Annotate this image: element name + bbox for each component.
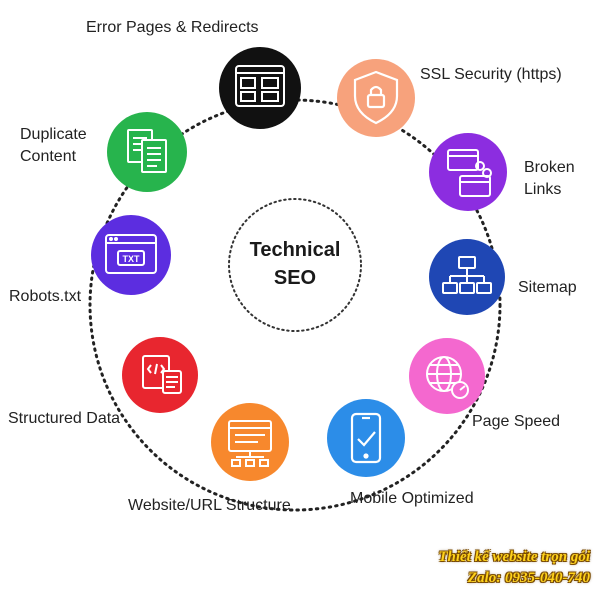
label-structured-data: Structured Data — [8, 410, 121, 427]
center-title-line1: Technical — [249, 239, 341, 261]
label-duplicate-line1: Duplicate — [20, 126, 87, 143]
label-error-pages: Error Pages & Redirects — [86, 19, 259, 36]
label-broken-links: Broken Links — [524, 157, 575, 201]
center-title-line2: SEO — [273, 267, 317, 289]
label-broken-links-line1: Broken — [524, 159, 575, 176]
browser-windows-icon — [235, 65, 285, 107]
node-broken-links — [429, 133, 507, 211]
watermark-line2: Zalo: 0935-040-740 — [467, 570, 590, 586]
node-page-speed-circle — [409, 338, 485, 414]
sitemap-icon — [442, 256, 492, 294]
node-robots: TXT — [91, 215, 171, 295]
node-sitemap — [429, 239, 505, 315]
url-tree-icon — [228, 420, 272, 467]
label-broken-links-line2: Links — [524, 181, 562, 198]
node-mobile-circle — [327, 399, 405, 477]
label-mobile: Mobile Optimized — [350, 490, 474, 507]
mobile-check-icon — [350, 412, 382, 464]
node-duplicate — [107, 112, 187, 192]
label-robots: Robots.txt — [9, 288, 82, 305]
center-title: Technical SEO — [230, 236, 360, 292]
node-error-pages-circle — [219, 47, 301, 129]
node-structured-data — [122, 337, 198, 413]
label-duplicate: Duplicate Content — [20, 124, 87, 168]
node-error-pages — [219, 47, 301, 129]
node-ssl — [337, 59, 415, 137]
code-window-icon — [142, 355, 182, 394]
shield-lock-icon — [353, 70, 399, 125]
label-url-structure: Website/URL Structure — [128, 497, 291, 514]
node-url-structure — [211, 403, 289, 481]
node-ssl-circle — [337, 59, 415, 137]
center-dotted-circle — [228, 198, 362, 332]
broken-link-icon — [447, 149, 492, 197]
node-page-speed — [409, 338, 485, 414]
node-broken-links-circle — [429, 133, 507, 211]
watermark-line1: Thiết kế website trọn gói — [438, 549, 590, 565]
label-sitemap: Sitemap — [518, 279, 577, 296]
label-page-speed: Page Speed — [472, 413, 561, 430]
label-ssl: SSL Security (https) — [420, 66, 562, 83]
duplicate-docs-icon — [127, 129, 167, 173]
label-duplicate-line2: Content — [20, 148, 77, 165]
globe-speed-icon — [426, 356, 469, 399]
txt-file-icon: TXT — [105, 234, 157, 274]
node-mobile — [327, 399, 405, 477]
node-structured-data-circle — [122, 337, 198, 413]
svg-text:TXT: TXT — [123, 254, 141, 264]
outer-dotted-ring — [88, 98, 502, 512]
